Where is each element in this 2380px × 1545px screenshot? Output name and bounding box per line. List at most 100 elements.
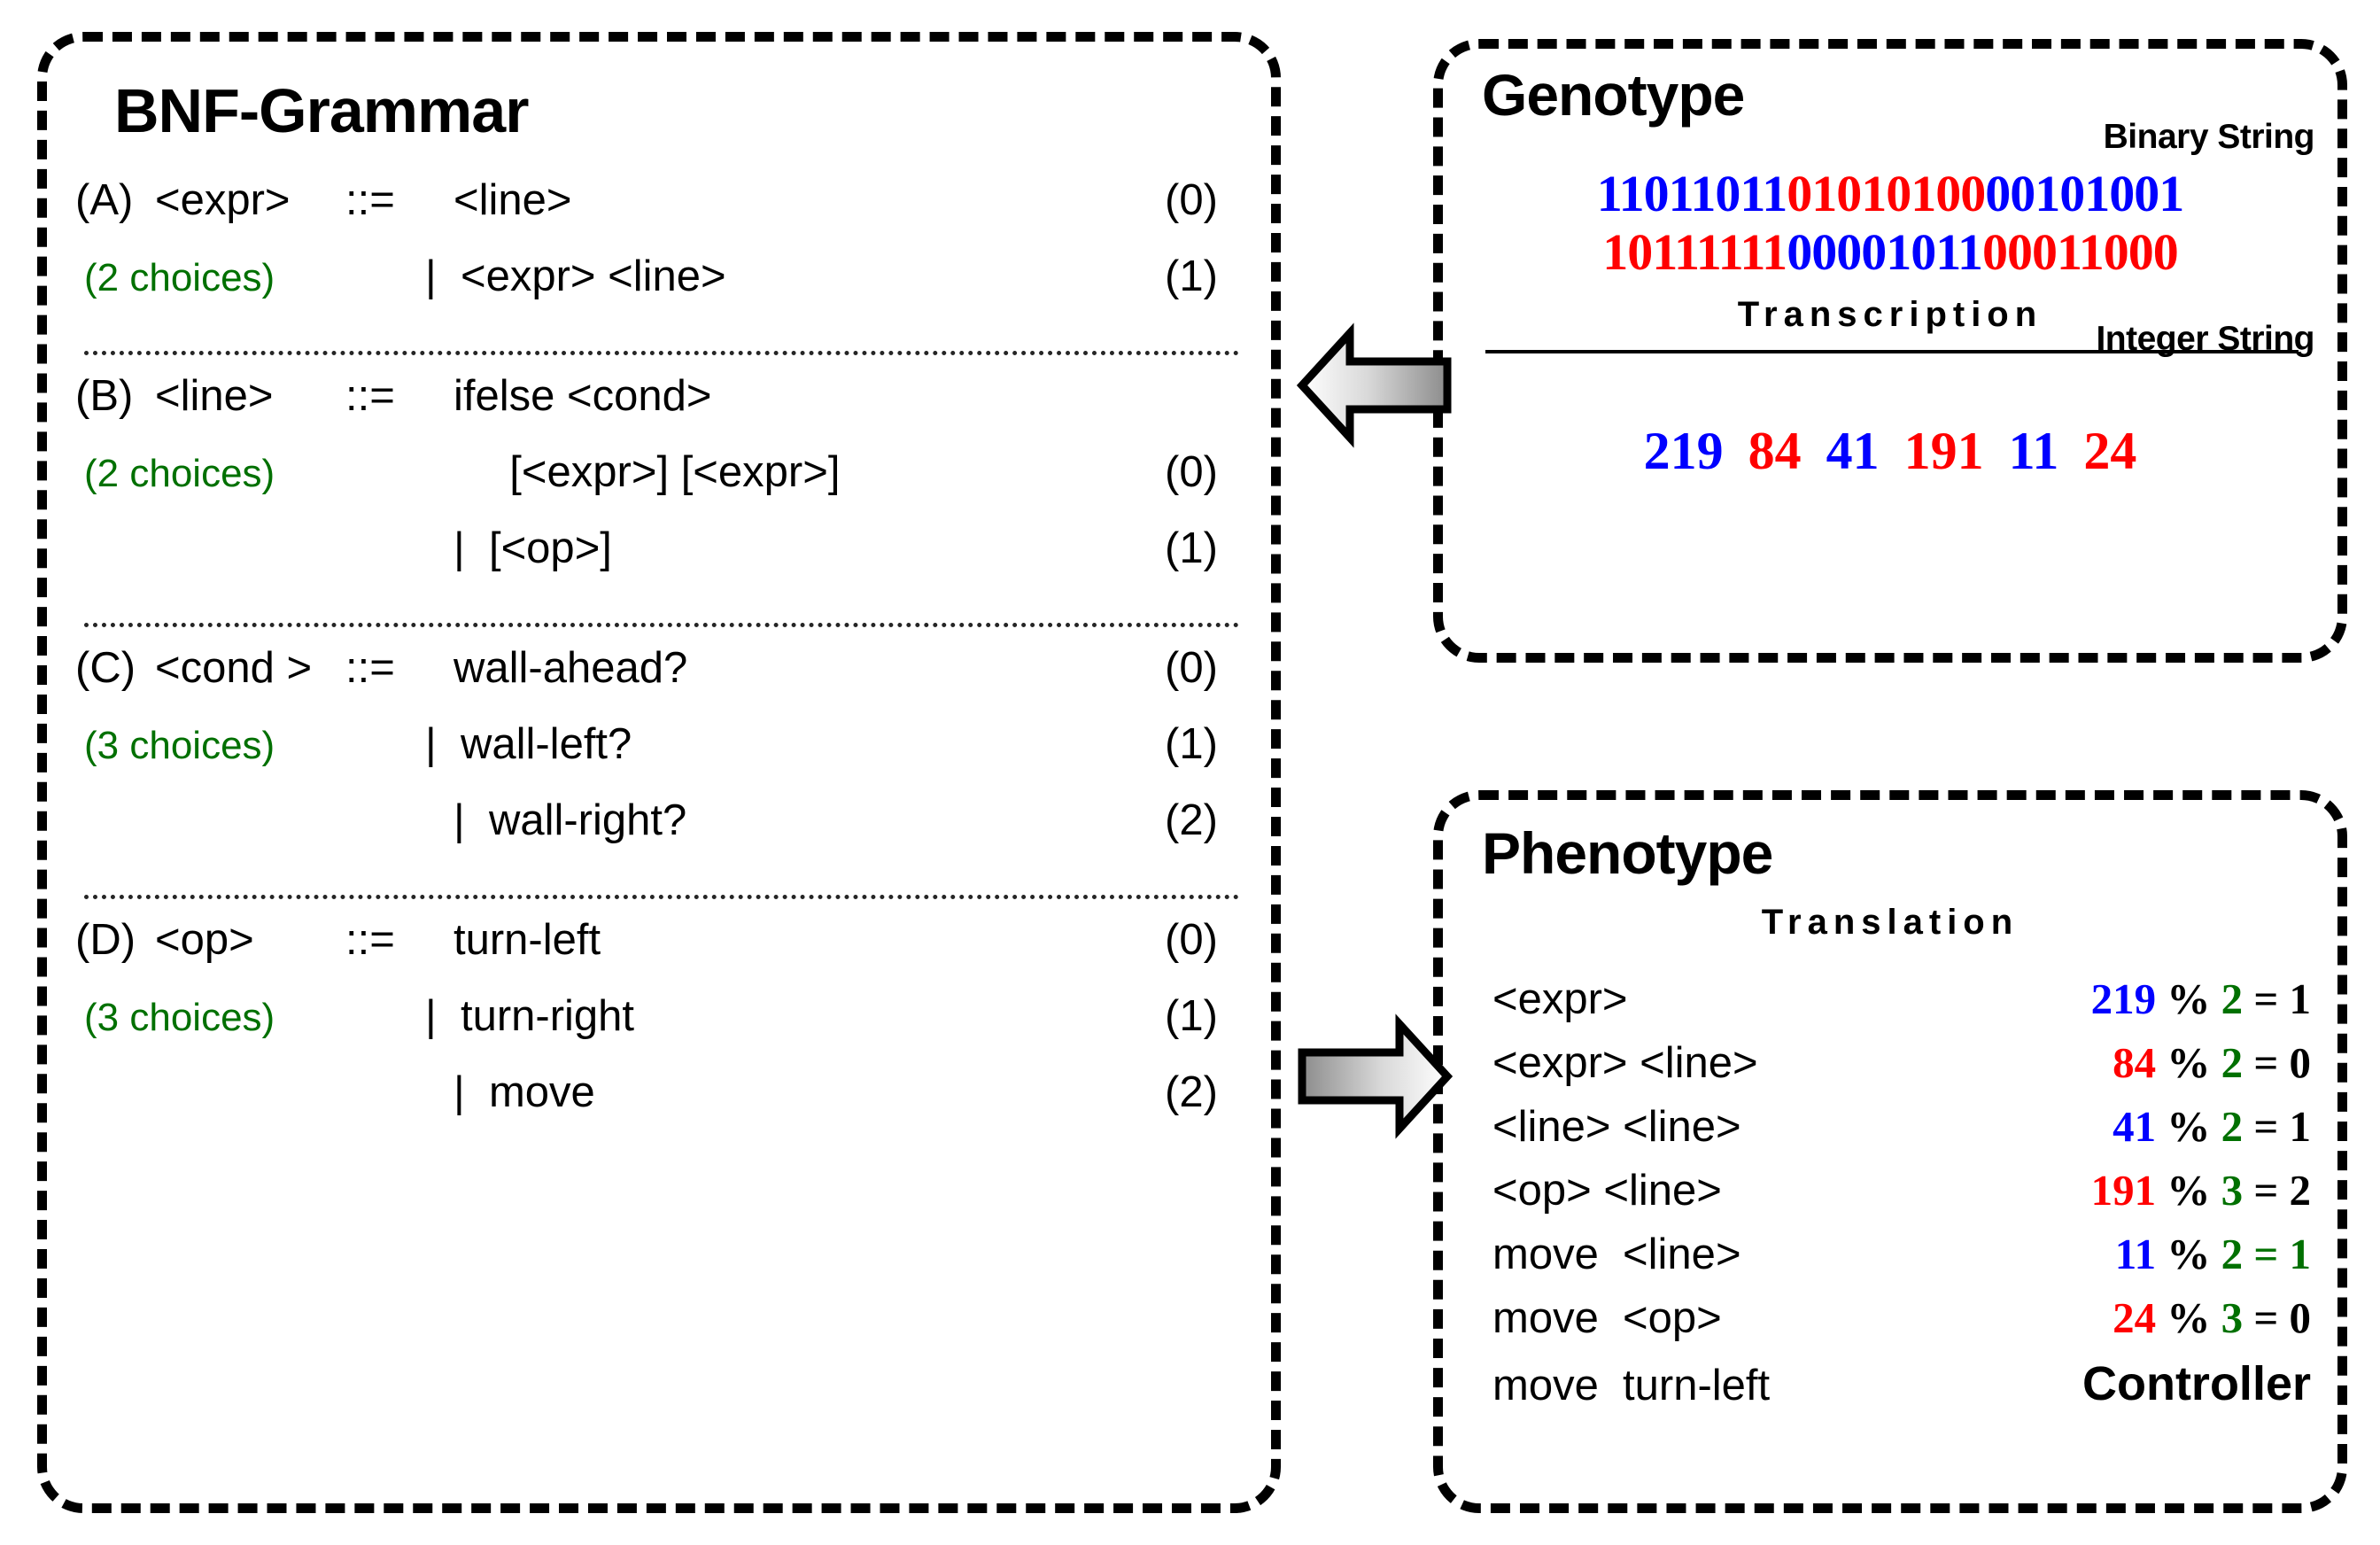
bnf-rule-group: (B)<line>::=ifelse <cond>(2 choices) [<e…: [47, 375, 1271, 603]
modulo-operator: %: [2156, 1038, 2221, 1087]
binary-string-label: Binary String: [2103, 118, 2315, 156]
integer-value: 219: [1643, 422, 1724, 480]
bnf-rule-rhs: | wall-right?: [454, 796, 687, 844]
phenotype-panel-title: Phenotype: [1482, 820, 1773, 886]
bnf-rule-row: (D)<op>::=turn-left(0): [47, 919, 1271, 995]
bnf-rule-lhs: <line>: [155, 372, 274, 420]
bnf-rule-group: (A) <expr>::= <line> (0)(2 choices) | <expr>…: [47, 179, 1271, 331]
controller-label: Controller: [2082, 1357, 2311, 1410]
modulo-operator: %: [2156, 1293, 2221, 1342]
phenotype-result: = 1: [2243, 1102, 2311, 1151]
bnf-rule-row: | [<op>] (1): [47, 527, 1271, 603]
modulo-operator: %: [2156, 1166, 2221, 1215]
translation-label: Translation: [1761, 903, 2020, 942]
integer-string-label: Integer String: [2096, 320, 2314, 358]
bnf-rule-letter: (B): [75, 372, 134, 420]
bnf-rule-lhs: <expr>: [155, 176, 291, 224]
bnf-rule-index: (1): [1165, 524, 1218, 572]
phenotype-row: move <line>11 % 2 = 1: [1492, 1232, 2311, 1296]
bnf-rule-letter: (D): [75, 916, 136, 964]
bnf-choices-annotation: (2 choices): [84, 256, 275, 299]
phenotype-expression: 84 % 2 = 0: [1974, 1041, 2311, 1085]
binary-segment: 11011011: [1596, 165, 1787, 222]
phenotype-expression: 24 % 3 = 0: [1974, 1296, 2311, 1340]
bnf-rule-index: (0): [1165, 644, 1218, 692]
bnf-rule-rhs: wall-ahead?: [454, 644, 688, 692]
phenotype-row: move turn-left Controller: [1492, 1360, 2311, 1424]
bnf-choices-annotation: (2 choices): [84, 452, 275, 495]
bnf-group-divider: [84, 623, 1239, 627]
phenotype-symbols: move turn-left: [1492, 1362, 1771, 1409]
phenotype-expression: 11 % 2 = 1: [1974, 1232, 2311, 1277]
bnf-rule-row: (B)<line>::=ifelse <cond>: [47, 375, 1271, 451]
bnf-rule-rhs: <line>: [454, 176, 572, 224]
bnf-choices-annotation: (3 choices): [84, 724, 275, 767]
binary-segment: 00011000: [1982, 223, 2179, 281]
phenotype-modulus: 3: [2221, 1166, 2244, 1215]
phenotype-derivation-list: <expr> 219 % 2 = 1 <expr> <line> 84 % 2 = 0…: [1492, 977, 2311, 1424]
bnf-rule-row: (2 choices) | <expr> <line> (1): [47, 255, 1271, 331]
modulo-operator: %: [2156, 974, 2221, 1023]
binary-string-line-2: 101111110000101100011000: [1443, 222, 2337, 282]
bnf-rule-letter: (A): [75, 176, 134, 224]
bnf-rule-row: | wall-right?(2): [47, 799, 1271, 875]
transcription-divider: [1485, 350, 2299, 353]
arrow-left-icon: [1295, 312, 1454, 459]
bnf-rule-index: (0): [1165, 916, 1218, 964]
bnf-grammar-panel: BNF-Grammar (A)<expr>::=<line>(0)(2 choi…: [37, 32, 1281, 1513]
bnf-rule-index: (2): [1165, 1068, 1218, 1116]
bnf-rule-index: (0): [1165, 448, 1218, 496]
bnf-rule-group: (D)<op>::=turn-left(0)(3 choices)| turn-…: [47, 919, 1271, 1147]
bnf-choices-annotation: (3 choices): [84, 996, 275, 1039]
phenotype-modulus: 2: [2221, 974, 2244, 1023]
phenotype-result: = 1: [2243, 1230, 2311, 1278]
bnf-rule-index: (1): [1165, 252, 1218, 300]
phenotype-modulus: 2: [2221, 1102, 2244, 1151]
phenotype-row: <line> <line> 41 % 2 = 1: [1492, 1105, 2311, 1168]
integer-value: 11: [2008, 422, 2059, 480]
phenotype-result: = 2: [2243, 1166, 2311, 1215]
modulo-operator: %: [2156, 1102, 2221, 1151]
phenotype-symbols: <expr>: [1492, 975, 1628, 1023]
phenotype-codon-value: 191: [2090, 1166, 2157, 1215]
phenotype-symbols: <op> <line>: [1492, 1167, 1722, 1215]
bnf-rule-rhs: | [<op>]: [454, 524, 612, 572]
bnf-rule-row: (C)<cond >::=wall-ahead?(0): [47, 647, 1271, 723]
integer-value: 41: [1826, 422, 1880, 480]
phenotype-row: move <op> 24 % 3 = 0: [1492, 1296, 2311, 1360]
bnf-rule-index: (0): [1165, 176, 1218, 224]
bnf-rule-rhs: | <expr> <line>: [425, 252, 726, 300]
bnf-rule-assign: ::=: [345, 644, 395, 692]
phenotype-panel: Phenotype Translation <expr>219 % 2 = 1<…: [1433, 790, 2347, 1513]
phenotype-symbols: move <op>: [1492, 1294, 1722, 1342]
arrow-right-icon: [1295, 1003, 1454, 1150]
phenotype-result: = 0: [2243, 1038, 2311, 1087]
bnf-group-divider: [84, 895, 1239, 899]
phenotype-modulus: 2: [2221, 1230, 2244, 1278]
phenotype-symbols: <line> <line>: [1492, 1103, 1741, 1151]
modulo-operator: %: [2156, 1230, 2221, 1278]
bnf-rule-list: (A)<expr>::=<line>(0)(2 choices)| <expr>…: [47, 179, 1271, 1147]
phenotype-expression: 41 % 2 = 1: [1974, 1105, 2311, 1149]
bnf-rule-assign: ::=: [345, 176, 395, 224]
bnf-rule-letter: (C): [75, 644, 136, 692]
bnf-rule-rhs: [<expr>] [<expr>]: [425, 448, 841, 496]
phenotype-result: = 1: [2243, 974, 2311, 1023]
phenotype-expression: 219 % 2 = 1: [1974, 977, 2311, 1021]
phenotype-modulus: 2: [2221, 1038, 2244, 1087]
transcription-label: Transcription: [1737, 295, 2043, 334]
binary-segment: 00101001: [1985, 165, 2184, 222]
phenotype-codon-value: 84: [2113, 1038, 2157, 1087]
phenotype-row: <op> <line> 191 % 3 = 2: [1492, 1168, 2311, 1232]
bnf-rule-index: (1): [1165, 992, 1218, 1040]
phenotype-codon-value: 41: [2113, 1102, 2157, 1151]
phenotype-symbols: <expr> <line>: [1492, 1039, 1758, 1087]
bnf-rule-row: (3 choices)| wall-left?(1): [47, 723, 1271, 799]
bnf-rule-rhs: | wall-left?: [425, 720, 632, 768]
phenotype-codon-value: 219: [2090, 974, 2157, 1023]
genotype-panel-title: Genotype: [1482, 62, 1745, 128]
phenotype-codon-value: 11: [2114, 1230, 2157, 1278]
binary-segment: 10111111: [1602, 223, 1787, 281]
bnf-rule-rhs: ifelse <cond>: [454, 372, 712, 420]
